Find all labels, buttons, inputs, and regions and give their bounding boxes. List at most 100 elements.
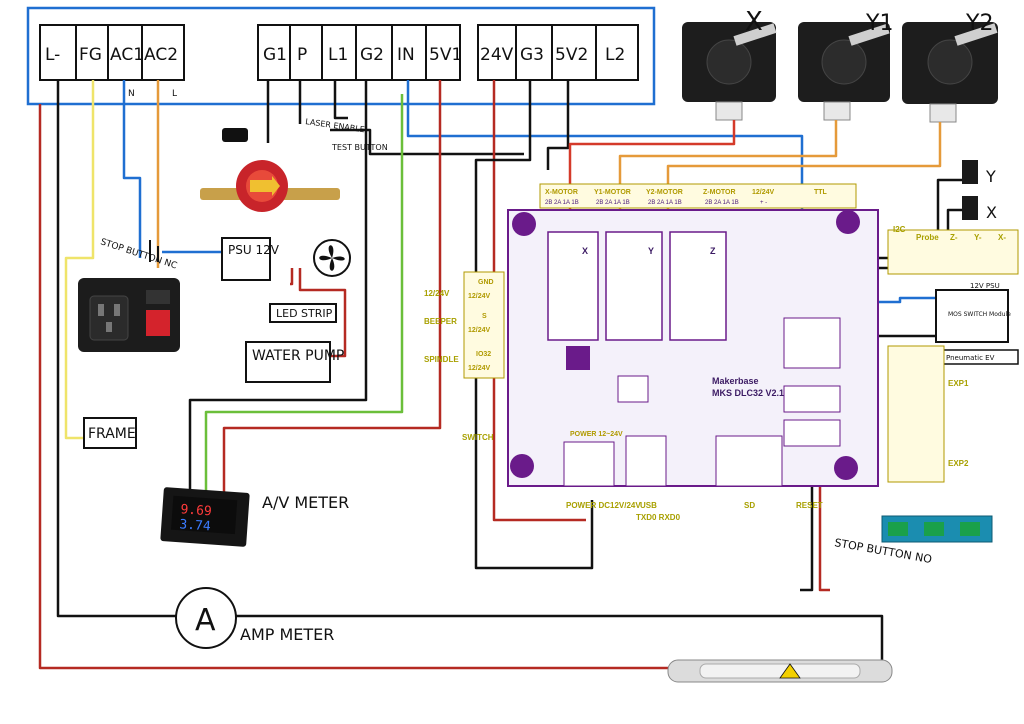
left-pin-3: S	[482, 313, 487, 320]
terminal-5v1: 5V1	[429, 45, 462, 65]
power-range-label: POWER 12~24V	[570, 431, 623, 438]
wire-stop-no	[800, 472, 814, 592]
wire-stop-no-red	[818, 472, 830, 592]
exp2-label: EXP2	[948, 459, 969, 468]
wire-red-24v	[492, 80, 586, 522]
laser-tube	[667, 659, 893, 683]
mos-module-label: MOS SWITCH Module	[948, 311, 1011, 318]
limit-switch-y: Y	[962, 160, 996, 186]
control-terminal-block: G1 P L1 G2 IN 5V1	[257, 24, 462, 81]
header-y2-motor: Y2-MOTOR	[646, 189, 683, 196]
terminal-g3: G3	[520, 45, 544, 65]
terminal-l2: L2	[605, 45, 625, 65]
amp-symbol: A	[195, 603, 216, 638]
header-12-24v: 12/24V	[752, 189, 775, 196]
bottom-usb-label: USB	[640, 501, 657, 510]
terminal-n-label: N	[128, 89, 135, 99]
led-strip: LED STRIP	[269, 303, 337, 323]
terminal-l-minus: L-	[45, 45, 60, 65]
psu-label: PSU 12V	[228, 243, 280, 257]
psu-12v: PSU 12V	[221, 237, 280, 281]
header-sub-y1: 2B 2A 1A 1B	[596, 200, 630, 206]
left-beeper-label: BEEPER	[424, 317, 457, 326]
frame-box: FRAME	[83, 417, 137, 449]
axis-z-label: Z	[710, 246, 716, 256]
wire-led-red	[290, 268, 294, 286]
meter-amps: 3.74	[179, 517, 211, 534]
usb-sub-label: TXD0 RXD0	[636, 513, 681, 522]
wire-test-button	[330, 128, 524, 156]
z-minus-label: Z-	[950, 233, 958, 242]
stop-button-nc: STOP BUTTON NC	[99, 237, 178, 271]
meter-volts: 9.69	[180, 502, 212, 519]
water-pump-label: WATER PUMP	[252, 348, 344, 364]
motor-x-label: X	[745, 7, 763, 37]
water-flow-sensor	[200, 128, 340, 212]
wire-5v2	[546, 80, 570, 170]
terminal-p: P	[297, 45, 307, 65]
av-meter-label: A/V METER	[262, 493, 349, 512]
wire-black-lminus	[56, 80, 178, 618]
amp-meter-label: AMP METER	[240, 625, 334, 644]
probe-label: Probe	[916, 233, 939, 242]
wire-pump-red	[298, 268, 347, 358]
wire-black-amp	[236, 614, 884, 660]
board-brand: Makerbase	[712, 376, 759, 386]
switch-x-label: X	[986, 203, 997, 222]
frame-label: FRAME	[88, 426, 136, 442]
pneumatic-ev-label: Pneumatic EV	[946, 354, 995, 362]
fan-icon	[313, 239, 351, 277]
limit-switch-x: X	[962, 196, 997, 222]
wire-red-5v1	[222, 80, 442, 500]
left-pin-2: 12/24V	[468, 293, 491, 300]
wire-red-main	[38, 104, 668, 670]
inset-board-photo	[881, 515, 993, 543]
left-pin-5: IO32	[476, 351, 491, 358]
terminal-g2: G2	[360, 45, 384, 65]
header-x-motor: X-MOTOR	[545, 189, 578, 196]
board-right-pins: EXP1 EXP2 I2C Probe Z- Y- X-	[887, 225, 1019, 483]
controller-board: X-MOTOR Y1-MOTOR Y2-MOTOR Z-MOTOR 12/24V…	[507, 183, 879, 487]
test-button-label: TEST BUTTON	[331, 143, 388, 152]
terminal-fg: FG	[79, 45, 102, 65]
wire-yellow-fg	[64, 80, 108, 440]
stop-button-nc-label: STOP BUTTON NC	[99, 237, 178, 271]
left-switch-label: SWITCH	[462, 433, 494, 442]
terminal-ac2: AC2	[144, 45, 178, 65]
header-z-motor: Z-MOTOR	[703, 189, 736, 196]
header-sub-x: 2B 2A 1A 1B	[545, 200, 579, 206]
axis-y-label: Y	[648, 246, 654, 256]
wire-green	[204, 94, 404, 500]
stepper-motor-x: X	[682, 7, 777, 121]
laser-enable-label: LASER ENABLE	[305, 117, 366, 134]
x-minus-label: X-	[998, 233, 1006, 242]
power-inlet	[78, 278, 180, 352]
wires	[38, 80, 962, 670]
terminal-l-label: L	[172, 89, 177, 99]
left-pin-4: 12/24V	[468, 327, 491, 334]
left-pin-1: GND	[478, 279, 494, 286]
amp-meter: A AMP METER	[175, 587, 334, 649]
header-sub-z: 2B 2A 1A 1B	[705, 200, 739, 206]
exp1-label: EXP1	[948, 379, 969, 388]
stepper-motor-y1: Y1	[798, 11, 893, 121]
water-pump: WATER PUMP	[245, 341, 344, 383]
power-terminal-block: 24V G3 5V2 L2	[477, 24, 639, 81]
i2c-label: I2C	[893, 225, 906, 234]
motor-y1-label: Y1	[865, 11, 893, 36]
wire-l1	[333, 80, 348, 120]
wire-g2	[188, 80, 368, 500]
axis-x-label: X	[582, 246, 588, 256]
left-1224v-label: 12/24V	[424, 289, 450, 298]
terminal-24v: 24V	[480, 45, 514, 65]
left-spindle-label: SPINDLE	[424, 355, 459, 364]
bottom-sd-label: SD	[744, 501, 755, 510]
terminal-g1: G1	[263, 45, 287, 65]
header-y1-motor: Y1-MOTOR	[594, 189, 631, 196]
led-strip-label: LED STRIP	[276, 307, 333, 320]
terminal-5v2: 5V2	[555, 45, 588, 65]
left-pin-6: 12/24V	[468, 365, 491, 372]
motor-y2-label: Y2	[965, 11, 993, 36]
y-minus-label: Y-	[974, 233, 982, 242]
